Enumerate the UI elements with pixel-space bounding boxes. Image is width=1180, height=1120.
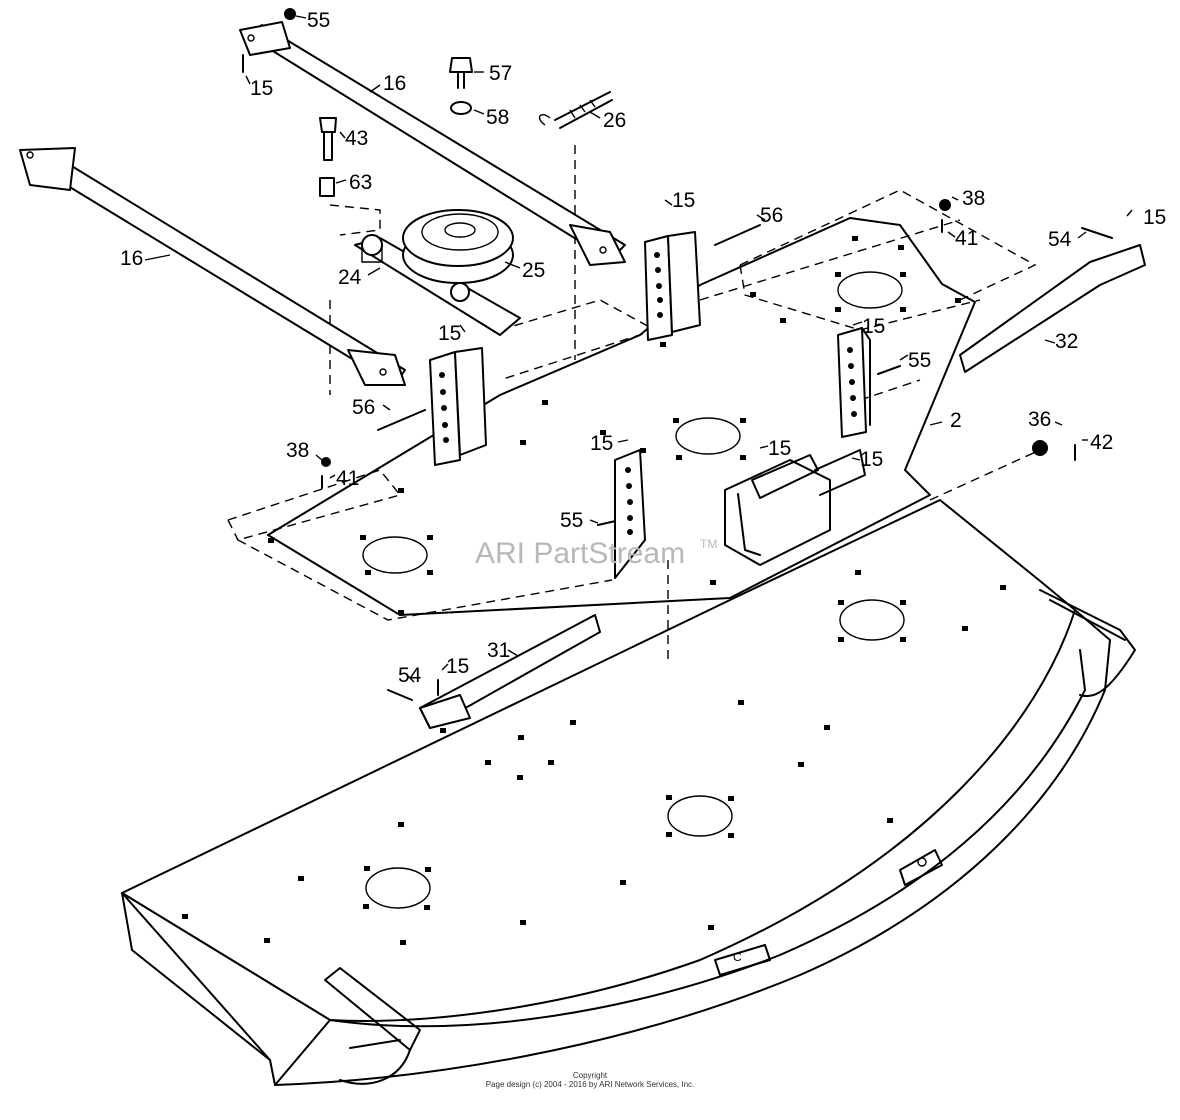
callout-56: 56 — [760, 204, 783, 227]
callout-15: 15 — [768, 437, 791, 460]
callout-42: 42 — [1090, 431, 1113, 454]
assembly-lines — [227, 145, 1041, 665]
lift-link-lower — [19, 147, 406, 386]
adjustment-plate-front — [614, 449, 646, 579]
callout-63: 63 — [349, 171, 372, 194]
idler-bracket — [354, 234, 521, 336]
callout-2: 2 — [950, 409, 962, 432]
callout-57: 57 — [489, 62, 512, 85]
adjustment-plate-center — [644, 231, 701, 341]
callout-41: 41 — [336, 467, 359, 490]
callout-41: 41 — [955, 227, 978, 250]
callout-32: 32 — [1055, 330, 1078, 353]
hitch-plate — [267, 217, 976, 616]
idler-pulley — [402, 209, 514, 284]
callout-15: 15 — [860, 448, 883, 471]
callout-leaders — [144, 15, 1133, 683]
callout-55: 55 — [560, 509, 583, 532]
callout-numbers: 55 15 16 57 58 26 43 63 16 25 24 15 56 3… — [120, 9, 1166, 687]
callout-43: 43 — [345, 127, 368, 150]
callout-25: 25 — [522, 259, 545, 282]
callout-15: 15 — [446, 655, 469, 678]
callout-31: 31 — [487, 639, 510, 662]
page-design-text: Page design (c) 2004 - 2016 by ARI Netwo… — [485, 1080, 695, 1089]
callout-54: 54 — [1048, 228, 1072, 251]
callout-58: 58 — [486, 106, 509, 129]
adjustment-plate-left — [429, 347, 487, 466]
callout-16: 16 — [383, 72, 406, 95]
callout-55: 55 — [307, 9, 330, 32]
copyright-label: Copyright — [572, 1071, 608, 1080]
callout-38: 38 — [286, 439, 309, 462]
svg-text:C: C — [733, 950, 742, 964]
callout-38: 38 — [962, 187, 985, 210]
callout-15: 15 — [672, 189, 695, 212]
callout-15: 15 — [862, 315, 885, 338]
callout-36: 36 — [1028, 408, 1051, 431]
callout-15: 15 — [1143, 206, 1166, 229]
hardware-parts — [242, 8, 1146, 729]
callout-54: 54 — [398, 664, 422, 687]
callout-24: 24 — [338, 266, 362, 289]
callout-15: 15 — [250, 77, 273, 100]
callout-15: 15 — [438, 322, 461, 345]
adjustment-plate-right — [837, 327, 871, 438]
callout-15: 15 — [590, 432, 613, 455]
callout-16: 16 — [120, 247, 143, 270]
lift-link-upper — [239, 21, 626, 266]
mower-deck-shell: C — [121, 499, 1136, 1086]
callout-56: 56 — [352, 396, 375, 419]
callout-55: 55 — [908, 349, 931, 372]
watermark-trademark: TM — [700, 537, 717, 551]
callout-26: 26 — [603, 109, 626, 132]
watermark-text: ARI PartStream — [475, 537, 685, 570]
